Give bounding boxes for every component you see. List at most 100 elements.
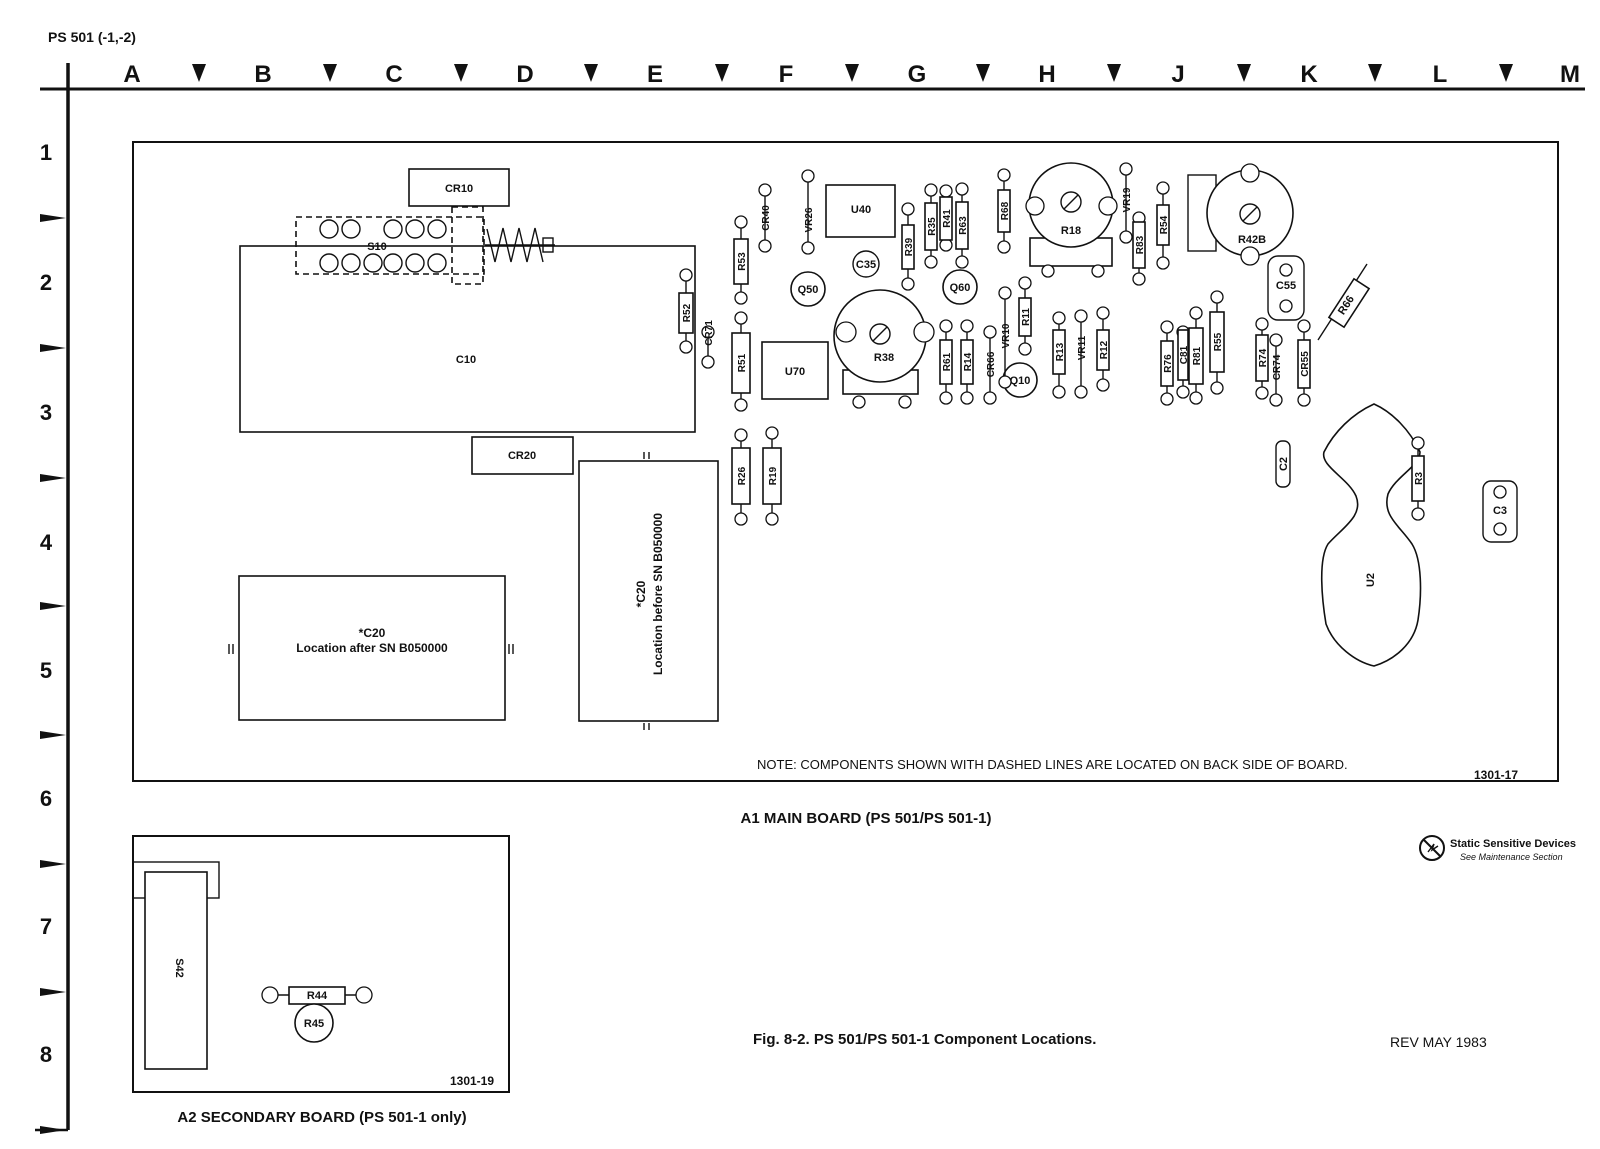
- r55-pad-top: [1210, 290, 1224, 304]
- s42-outline: [144, 871, 208, 1070]
- c10-label: C10: [456, 354, 476, 366]
- c20-after-outline: [238, 575, 506, 721]
- col-label-j: J: [1171, 61, 1184, 88]
- r68-pad-bottom: [997, 240, 1011, 254]
- r38-label: R38: [874, 352, 894, 364]
- secondary-board-caption: A2 SECONDARY BOARD (PS 501-1 only): [177, 1109, 466, 1126]
- c3-outline: [1482, 480, 1518, 543]
- cr55-pad-top: [1297, 319, 1311, 333]
- cr74-pad-bottom: [1269, 393, 1283, 407]
- r61-pad-bottom: [939, 391, 953, 405]
- r52-body: [678, 292, 694, 334]
- r26-pad-bottom: [734, 512, 748, 526]
- r19-pad-top: [765, 426, 779, 440]
- r41-body: [939, 196, 953, 241]
- static-notice-subtitle: See Maintenance Section: [1460, 852, 1563, 862]
- c81-pad-bottom: [1176, 385, 1190, 399]
- r83-label: R83: [1135, 235, 1146, 254]
- r55-label: R55: [1213, 332, 1224, 351]
- q10-label: Q10: [1010, 375, 1031, 387]
- r52-pad-top: [679, 268, 693, 282]
- r12-label: R12: [1099, 340, 1110, 359]
- r41-label: R41: [942, 209, 953, 228]
- vr19-pad-top: [1119, 162, 1133, 176]
- cr40-pad-top: [758, 183, 772, 197]
- r11-pad-top: [1018, 276, 1032, 290]
- static-notice-title: Static Sensitive Devices: [1450, 838, 1576, 850]
- r52-pad-bottom: [679, 340, 693, 354]
- row-label-6: 6: [40, 786, 52, 811]
- u70-label: U70: [785, 366, 805, 378]
- r66-resistor: R66: [1317, 263, 1371, 341]
- r39-pad-bottom: [901, 277, 915, 291]
- r38-potentiometer: R38: [833, 289, 935, 409]
- col-label-k: K: [1300, 61, 1318, 88]
- r74-pad-top: [1255, 317, 1269, 331]
- r19-body: [762, 447, 782, 505]
- vr26-pad-bottom: [801, 241, 815, 255]
- c81-label: C81: [1179, 345, 1190, 364]
- r19-pad-bottom: [765, 512, 779, 526]
- r61-pad-top: [939, 319, 953, 333]
- cr40-pad-bottom: [758, 239, 772, 253]
- row-label-8: 8: [40, 1042, 52, 1067]
- c55-label: C55: [1276, 280, 1296, 292]
- r55-body: [1209, 311, 1225, 373]
- r13-body: [1052, 329, 1066, 375]
- row-dividers: [40, 214, 66, 1134]
- r39-label: R39: [904, 237, 915, 256]
- col-label-m: M: [1560, 61, 1580, 88]
- r13-pad-bottom: [1052, 385, 1066, 399]
- r74-label: R74: [1258, 348, 1269, 367]
- r12-pad-bottom: [1096, 378, 1110, 392]
- vr11-pad-bottom: [1074, 385, 1088, 399]
- cr10-label: CR10: [445, 183, 473, 195]
- row-labels: 1 2 3 4 5 6 7 8: [40, 140, 53, 1067]
- col-label-l: L: [1433, 61, 1448, 88]
- cr20-outline: [471, 436, 574, 475]
- vr19-pad-bottom: [1119, 230, 1133, 244]
- vr26-pad-top: [801, 169, 815, 183]
- r63-pad-bottom: [955, 255, 969, 269]
- u40-outline: [825, 184, 896, 238]
- r81-label: R81: [1192, 346, 1203, 365]
- cr66-label: CR66: [986, 351, 997, 377]
- cr74-pad-top: [1269, 333, 1283, 347]
- r42b-potentiometer: R42B: [1187, 163, 1294, 266]
- r14-pad-bottom: [960, 391, 974, 405]
- cr55-label: CR55: [1300, 351, 1311, 377]
- u40-label: U40: [851, 204, 871, 216]
- s42-label: S42: [173, 958, 185, 978]
- c20-before-ref: *C20: [634, 580, 648, 607]
- revision-label: REV MAY 1983: [1390, 1034, 1487, 1050]
- r81-body: [1188, 327, 1204, 385]
- r14-label: R14: [963, 352, 974, 371]
- cr71-pad-top: [701, 325, 715, 339]
- r26-label: R26: [737, 466, 748, 485]
- r42b-label: R42B: [1238, 234, 1266, 246]
- r61-label: R61: [942, 352, 953, 371]
- cr20-label: CR20: [508, 450, 536, 462]
- col-label-d: D: [516, 61, 533, 88]
- r74-body: [1255, 334, 1269, 382]
- r74-pad-bottom: [1255, 386, 1269, 400]
- r63-body: [955, 201, 969, 250]
- vr11-label: VR11: [1077, 335, 1088, 360]
- cr71-pad-bottom: [701, 355, 715, 369]
- r54-pad-bottom: [1156, 256, 1170, 270]
- c55-outline: [1267, 255, 1305, 321]
- secondary-board-outline: [132, 835, 510, 1093]
- r53-pad-bottom: [734, 291, 748, 305]
- r14-pad-top: [960, 319, 974, 333]
- c81-body: [1177, 329, 1189, 381]
- col-label-f: F: [779, 61, 794, 88]
- r76-label: R76: [1163, 354, 1174, 373]
- main-board-note: NOTE: COMPONENTS SHOWN WITH DASHED LINES…: [757, 757, 1348, 772]
- c20-before-outline: [578, 460, 719, 722]
- r11-body: [1018, 297, 1032, 337]
- c2-label: C2: [1278, 457, 1290, 471]
- vr10-pad-bottom: [998, 375, 1012, 389]
- static-notice: Static Sensitive Devices See Maintenance…: [1419, 835, 1576, 862]
